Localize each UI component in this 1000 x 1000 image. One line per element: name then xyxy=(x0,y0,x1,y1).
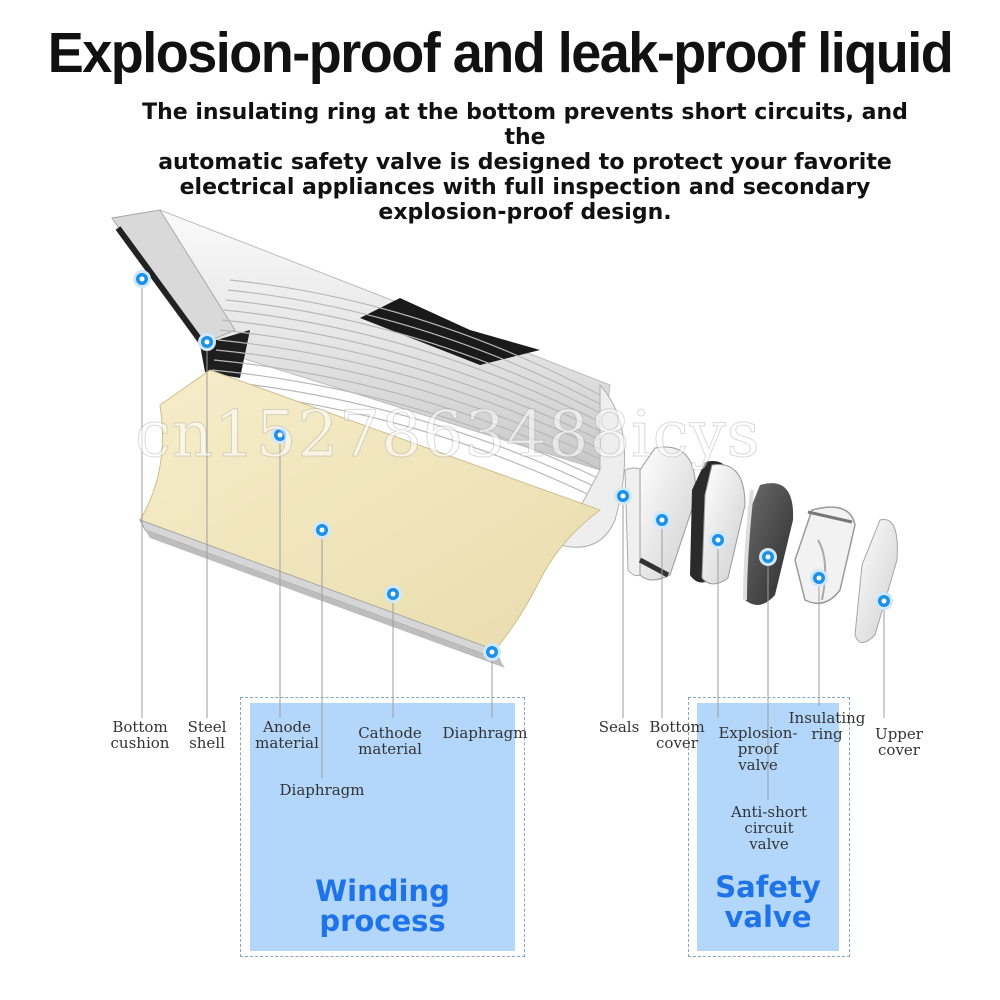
marker-dot xyxy=(271,426,289,444)
marker-dot xyxy=(483,643,501,661)
winding-process-frame xyxy=(240,697,525,957)
label-cathode-material: Cathode material xyxy=(358,724,422,758)
label-bottom-cushion: Bottom cushion xyxy=(110,718,170,752)
leader-lines xyxy=(141,280,885,800)
label-anti-short-circuit-valve: Anti-short circuit valve xyxy=(731,803,807,853)
label-insulating-ring: Insulating ring xyxy=(788,709,866,743)
steel-shell-shape xyxy=(111,209,611,471)
page-title: Explosion-proof and leak-proof liquid xyxy=(47,21,954,85)
explosion-proof-valve-shape xyxy=(690,461,746,585)
marker-dot xyxy=(133,270,151,288)
anode-sheet-shape xyxy=(138,369,602,668)
marker-dot xyxy=(875,592,893,610)
roll-end-shape xyxy=(559,383,626,548)
page-subtitle: The insulating ring at the bottom preven… xyxy=(130,100,920,225)
label-seals: Seals xyxy=(598,718,640,736)
label-steel-shell: Steel shell xyxy=(187,718,227,752)
subtitle-line: explosion-proof design. xyxy=(378,200,672,225)
safety-valve-frame xyxy=(688,697,850,957)
safety-valve-title: Safety valve xyxy=(715,870,821,934)
marker-dot xyxy=(759,548,777,566)
marker-dot xyxy=(709,531,727,549)
insulating-ring-shape xyxy=(794,506,856,605)
marker-dots xyxy=(133,270,893,661)
anti-short-circuit-valve-shape xyxy=(743,483,794,605)
watermark-text: cn1527863488icys xyxy=(135,398,761,473)
subtitle-line: automatic safety valve is designed to pr… xyxy=(158,150,892,175)
marker-dot xyxy=(810,569,828,587)
label-diaphragm-winding-lower: Diaphragm xyxy=(279,781,365,799)
winding-process-title: Winding process xyxy=(315,874,450,938)
label-explosion-proof-valve: Explosion- proof valve xyxy=(718,724,798,774)
label-bottom-cover: Bottom cover xyxy=(649,718,705,752)
marker-dot xyxy=(384,585,402,603)
upper-cover-shape xyxy=(854,519,898,643)
marker-dot xyxy=(614,487,632,505)
marker-dot xyxy=(198,333,216,351)
label-diaphragm-winding-right: Diaphragm xyxy=(442,724,528,742)
label-anode-material: Anode material xyxy=(255,718,319,752)
subtitle-line: electrical appliances with full inspecti… xyxy=(179,175,871,200)
subtitle-line: The insulating ring at the bottom preven… xyxy=(142,100,908,150)
label-upper-cover: Upper cover xyxy=(875,725,923,759)
winding-process-box xyxy=(250,703,515,951)
marker-dot xyxy=(313,521,331,539)
marker-dot xyxy=(653,511,671,529)
